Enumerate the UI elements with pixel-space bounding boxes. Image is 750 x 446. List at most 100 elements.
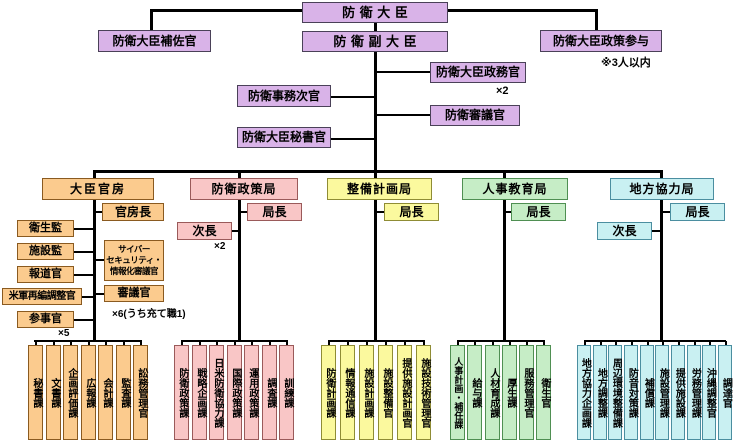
line: [74, 228, 93, 230]
vice-minister-box: 防衛副大臣: [302, 31, 448, 52]
line: [404, 341, 406, 345]
division-box: 労務管理課: [687, 345, 701, 440]
division-box: 給与課: [467, 345, 482, 440]
division-box: 施設技術管理官: [416, 345, 431, 440]
line: [509, 341, 511, 345]
line: [595, 9, 598, 30]
division-box: 地方協力企画課: [577, 345, 591, 440]
line: [377, 71, 432, 73]
secretariat-chief-box: 官房長: [102, 203, 164, 221]
line: [93, 172, 96, 178]
line: [709, 341, 711, 345]
division-box: 地方調整課: [593, 345, 607, 440]
line: [140, 341, 142, 345]
line: [96, 259, 104, 261]
line: [238, 200, 241, 342]
division-box: 情報通信課: [340, 345, 355, 440]
line: [446, 9, 598, 12]
line: [543, 341, 545, 345]
line: [660, 172, 663, 178]
division-box: 衛生官: [536, 345, 551, 440]
bureau-equipment-planning: 整備計画局: [327, 178, 432, 200]
division-box: 提供施設課: [671, 345, 685, 440]
line: [584, 341, 586, 345]
division-box: 運用政策課: [244, 345, 259, 440]
division-box: 戦略企画課: [192, 345, 207, 440]
line: [584, 340, 726, 342]
division-box: 訟務管理官: [133, 345, 148, 440]
bureau-defense-policy: 防衛政策局: [190, 178, 298, 200]
line: [615, 341, 617, 345]
line: [725, 341, 727, 345]
division-box: 沖縄調整官: [702, 345, 716, 440]
line: [88, 341, 90, 345]
line: [526, 341, 528, 345]
division-box: 文書課: [46, 345, 61, 440]
line: [216, 341, 218, 345]
director-box: 局長: [384, 203, 439, 221]
division-box: 訓練課: [279, 345, 294, 440]
line: [234, 341, 236, 345]
line: [96, 293, 104, 295]
division-box: 国際政策課: [227, 345, 242, 440]
parliamentary-vice-minister-note: ×2: [496, 85, 509, 97]
deputy-director-box: 次長: [597, 222, 652, 240]
division-box: 人事計画・補任課: [450, 345, 465, 440]
division-box: 防衛政策課: [174, 345, 189, 440]
line: [374, 22, 377, 32]
line: [385, 341, 387, 345]
bureau-local-cooperation: 地方協力局: [610, 178, 714, 200]
administrative-vice-minister-box: 防衛事務次官: [237, 85, 331, 107]
division-box: 人材育成課: [485, 345, 500, 440]
line: [506, 211, 511, 213]
division-box: 企画評価課: [63, 345, 78, 440]
line: [377, 211, 384, 213]
line: [96, 211, 102, 213]
division-box: 服務管理官: [519, 345, 534, 440]
line: [374, 200, 377, 342]
line: [331, 96, 374, 98]
line: [150, 9, 304, 12]
director-box: 局長: [670, 203, 725, 221]
minister-aide-box: 防衛大臣補佐官: [98, 30, 211, 52]
division-box: 会計課: [98, 345, 113, 440]
division-box: 厚生課: [502, 345, 517, 440]
officer-box: 米軍再編調整官: [2, 288, 82, 305]
deputy-note: ×2: [214, 241, 226, 252]
bureau-secretariat: 大臣官房: [42, 178, 154, 200]
line: [286, 341, 288, 345]
minister-secretary-box: 防衛大臣秘書官: [237, 127, 331, 148]
sanjikan-note: ×5: [58, 328, 70, 339]
division-box: 広報課: [81, 345, 96, 440]
policy-advisor-box: 防衛大臣政策参与: [540, 30, 662, 52]
officer-box: 施設監: [17, 243, 74, 260]
line: [269, 341, 271, 345]
policy-advisor-note: ※3人以内: [601, 57, 651, 69]
deputy-director-box: 次長: [177, 222, 232, 240]
division-box: 周辺環境整備課: [608, 345, 622, 440]
division-box: 施設計画課: [359, 345, 374, 440]
officer-box: 報道官: [17, 266, 74, 283]
division-box: 調達官: [718, 345, 732, 440]
division-box: 日米防衛協力課: [209, 345, 224, 440]
councillor-note: ×6(うち充て職1): [112, 309, 186, 320]
division-box: 施設整備官: [378, 345, 393, 440]
line: [93, 170, 663, 173]
line: [53, 341, 55, 345]
line: [366, 341, 368, 345]
line: [492, 341, 494, 345]
division-box: 補償課: [640, 345, 654, 440]
line: [105, 341, 107, 345]
director-box: 局長: [511, 203, 566, 221]
line: [663, 211, 670, 213]
line: [241, 211, 247, 213]
director-box: 局長: [247, 203, 302, 221]
line: [694, 341, 696, 345]
line: [457, 341, 459, 345]
bureau-personnel-education: 人事教育局: [462, 178, 568, 200]
line: [82, 296, 93, 298]
line: [93, 200, 96, 342]
line: [347, 341, 349, 345]
line: [199, 341, 201, 345]
